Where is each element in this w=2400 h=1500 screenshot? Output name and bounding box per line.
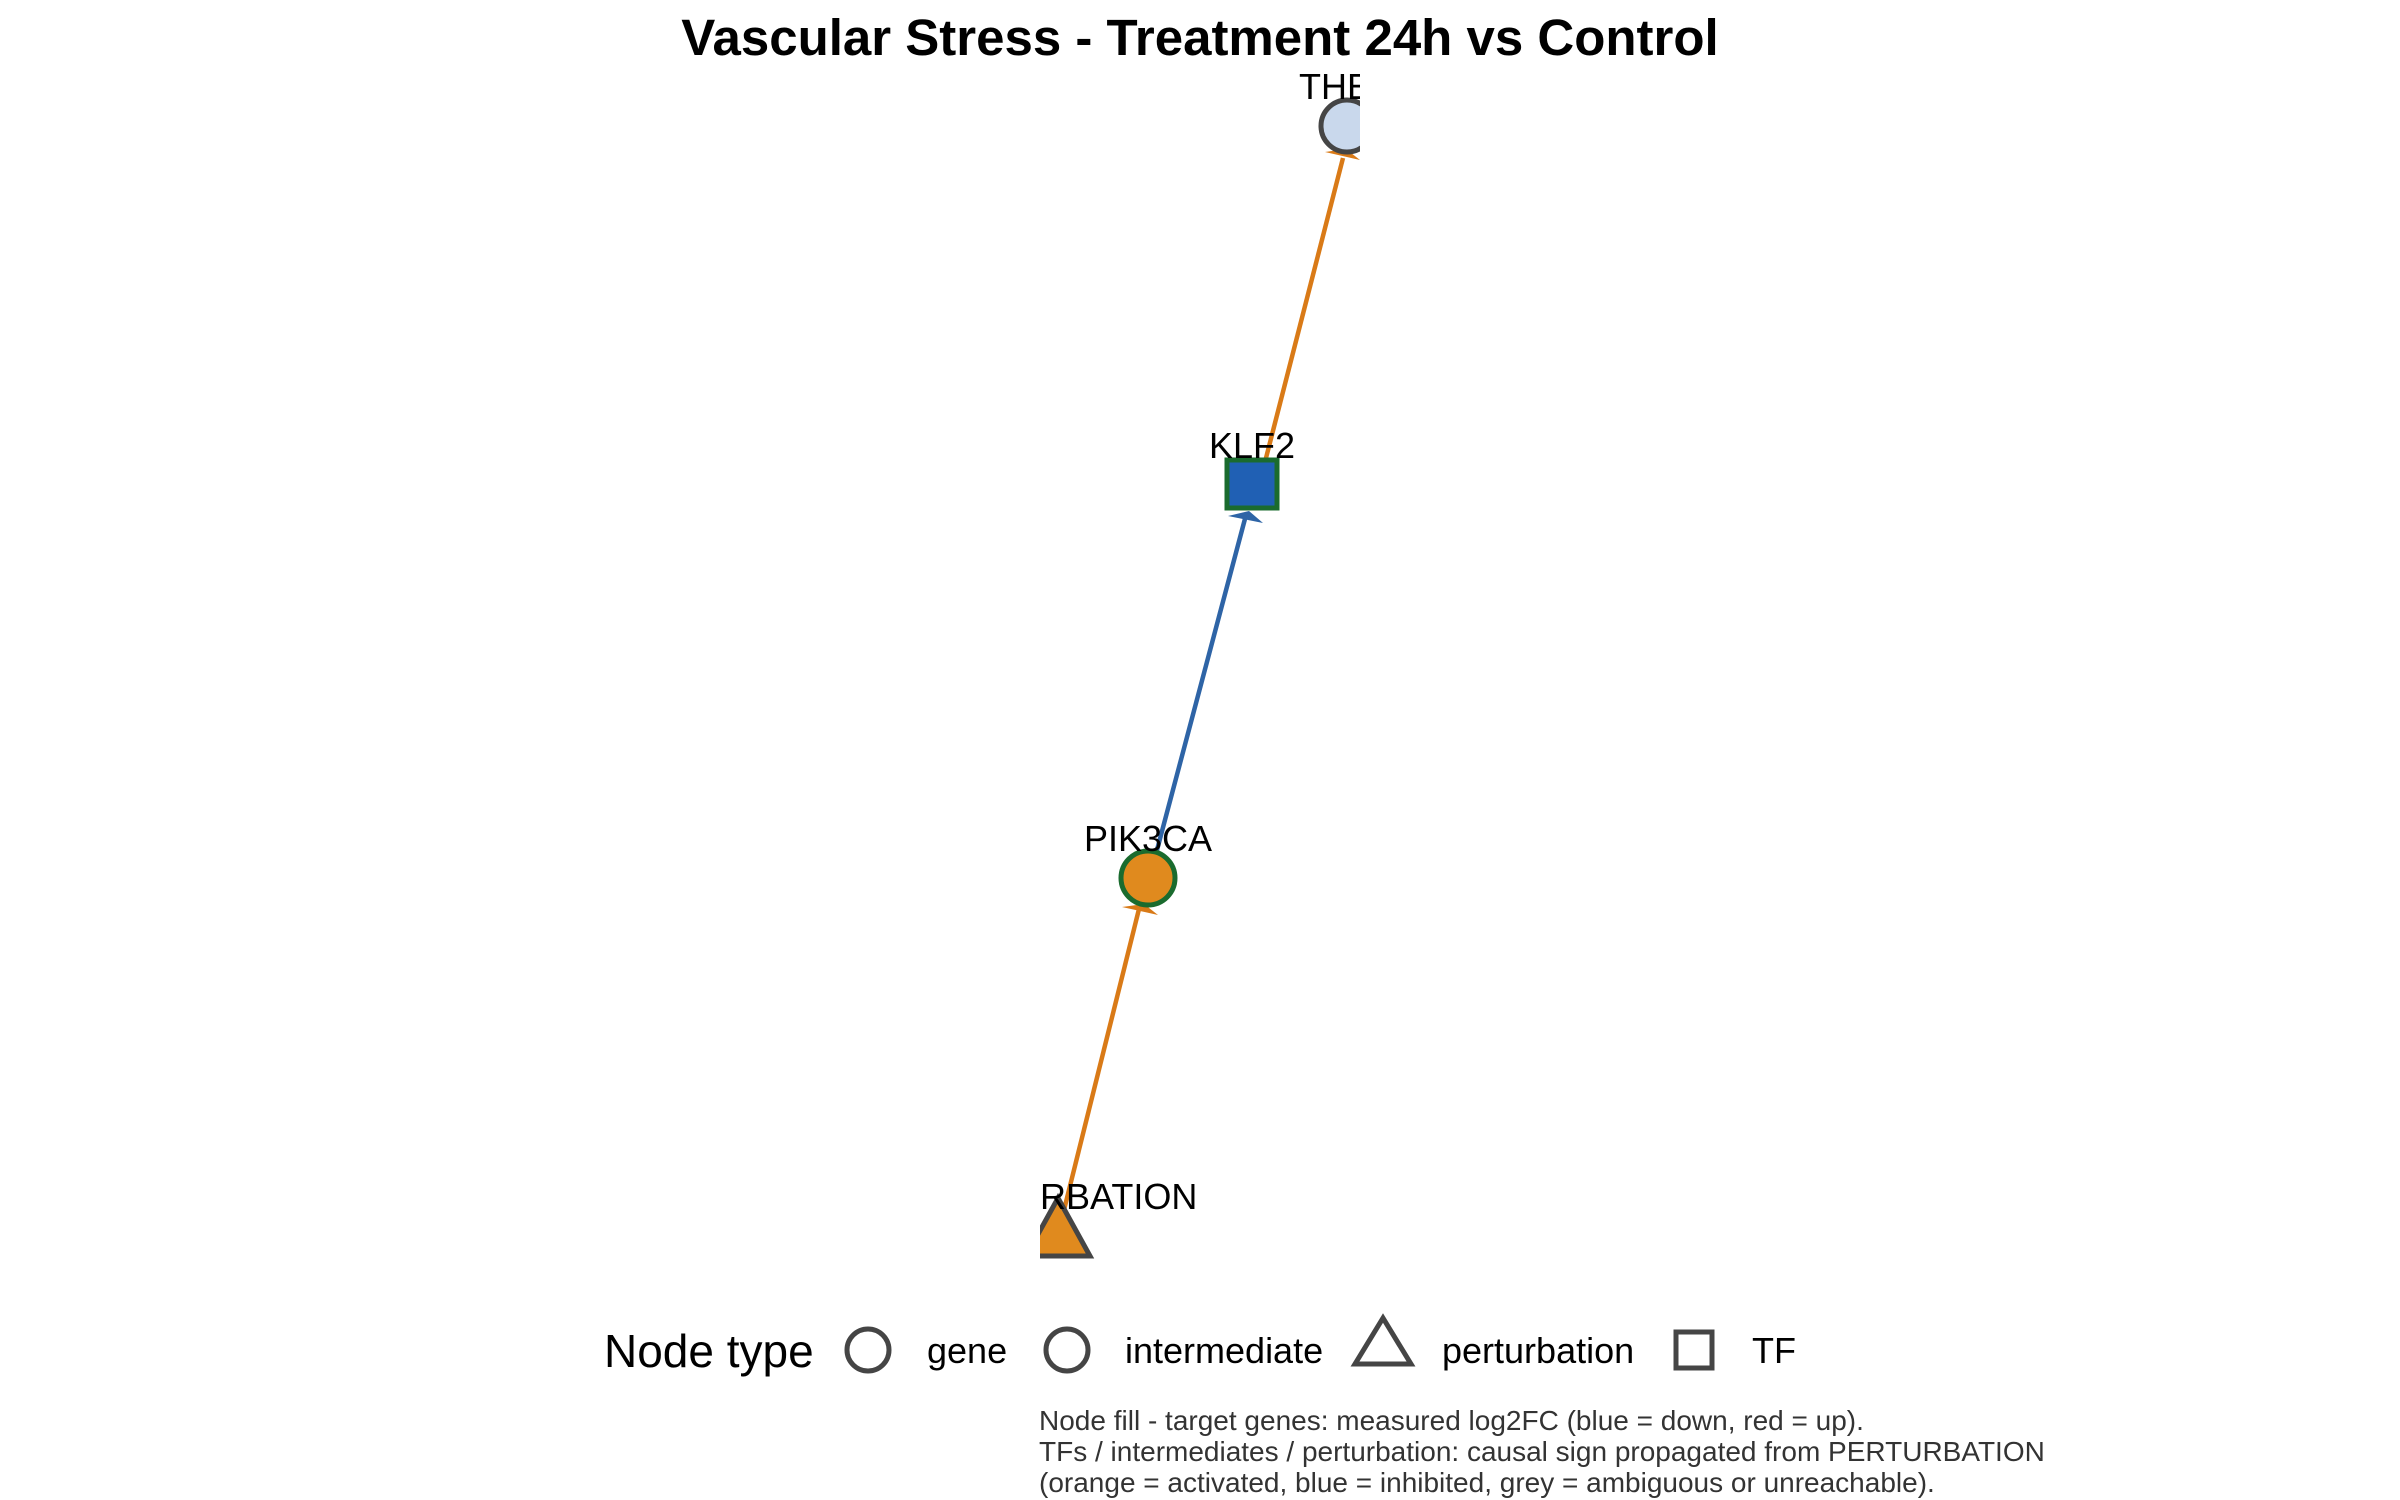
legend-item-tf: TF [1752, 1330, 1796, 1371]
node-perturbation[interactable]: RBATION [1026, 1176, 1197, 1259]
caption: Node fill - target genes: measured log2F… [1039, 1405, 2045, 1498]
edge-klf2-to-thbd-head [1325, 149, 1360, 160]
legend-title: Node type [604, 1325, 814, 1377]
klf2-node-shape [1224, 457, 1280, 511]
edge-pik3ca-to-klf2 [1154, 514, 1249, 851]
thbd-node-shape [1318, 97, 1360, 155]
legend: Node type gene intermediate perturbation… [604, 1313, 1796, 1377]
legend-item-gene: gene [927, 1330, 1007, 1371]
caption-line-3: (orange = activated, blue = inhibited, g… [1039, 1467, 1935, 1498]
pik3ca-node-label: PIK3CA [1084, 818, 1212, 859]
caption-line-1: Node fill - target genes: measured log2F… [1039, 1405, 1864, 1436]
pik3ca-node-shape [1118, 848, 1178, 908]
klf2-node-label: KLF2 [1209, 425, 1295, 466]
network-panel: THE KLF2 PIK3CA RBATION [1026, 66, 1373, 1259]
legend-perturbation-triangle-icon [1350, 1313, 1416, 1367]
node-klf2[interactable]: KLF2 [1209, 425, 1295, 511]
legend-intermediate-circle-icon [1043, 1326, 1091, 1374]
thbd-node-label: THE [1299, 66, 1371, 107]
edges [1060, 149, 1360, 1215]
caption-line-2: TFs / intermediates / perturbation: caus… [1039, 1436, 2045, 1467]
perturbation-node-label: RBATION [1040, 1176, 1197, 1217]
edge-pik3ca-to-klf2-head [1228, 511, 1263, 523]
edge-klf2-to-thbd [1263, 157, 1346, 459]
chart-title: Vascular Stress - Treatment 24h vs Contr… [681, 9, 1718, 66]
edge-perturbation-to-pik3ca-head [1122, 904, 1158, 915]
edge-perturbation-to-pik3ca [1060, 904, 1143, 1215]
perturbation-node-shape [1040, 1192, 1095, 1259]
legend-tf-square-icon [1673, 1329, 1715, 1371]
node-pik3ca[interactable]: PIK3CA [1084, 818, 1212, 908]
node-thbd[interactable]: THE [1299, 66, 1373, 155]
legend-gene-circle-icon [844, 1326, 892, 1374]
legend-item-intermediate: intermediate [1125, 1330, 1323, 1371]
legend-item-perturbation: perturbation [1442, 1330, 1634, 1371]
